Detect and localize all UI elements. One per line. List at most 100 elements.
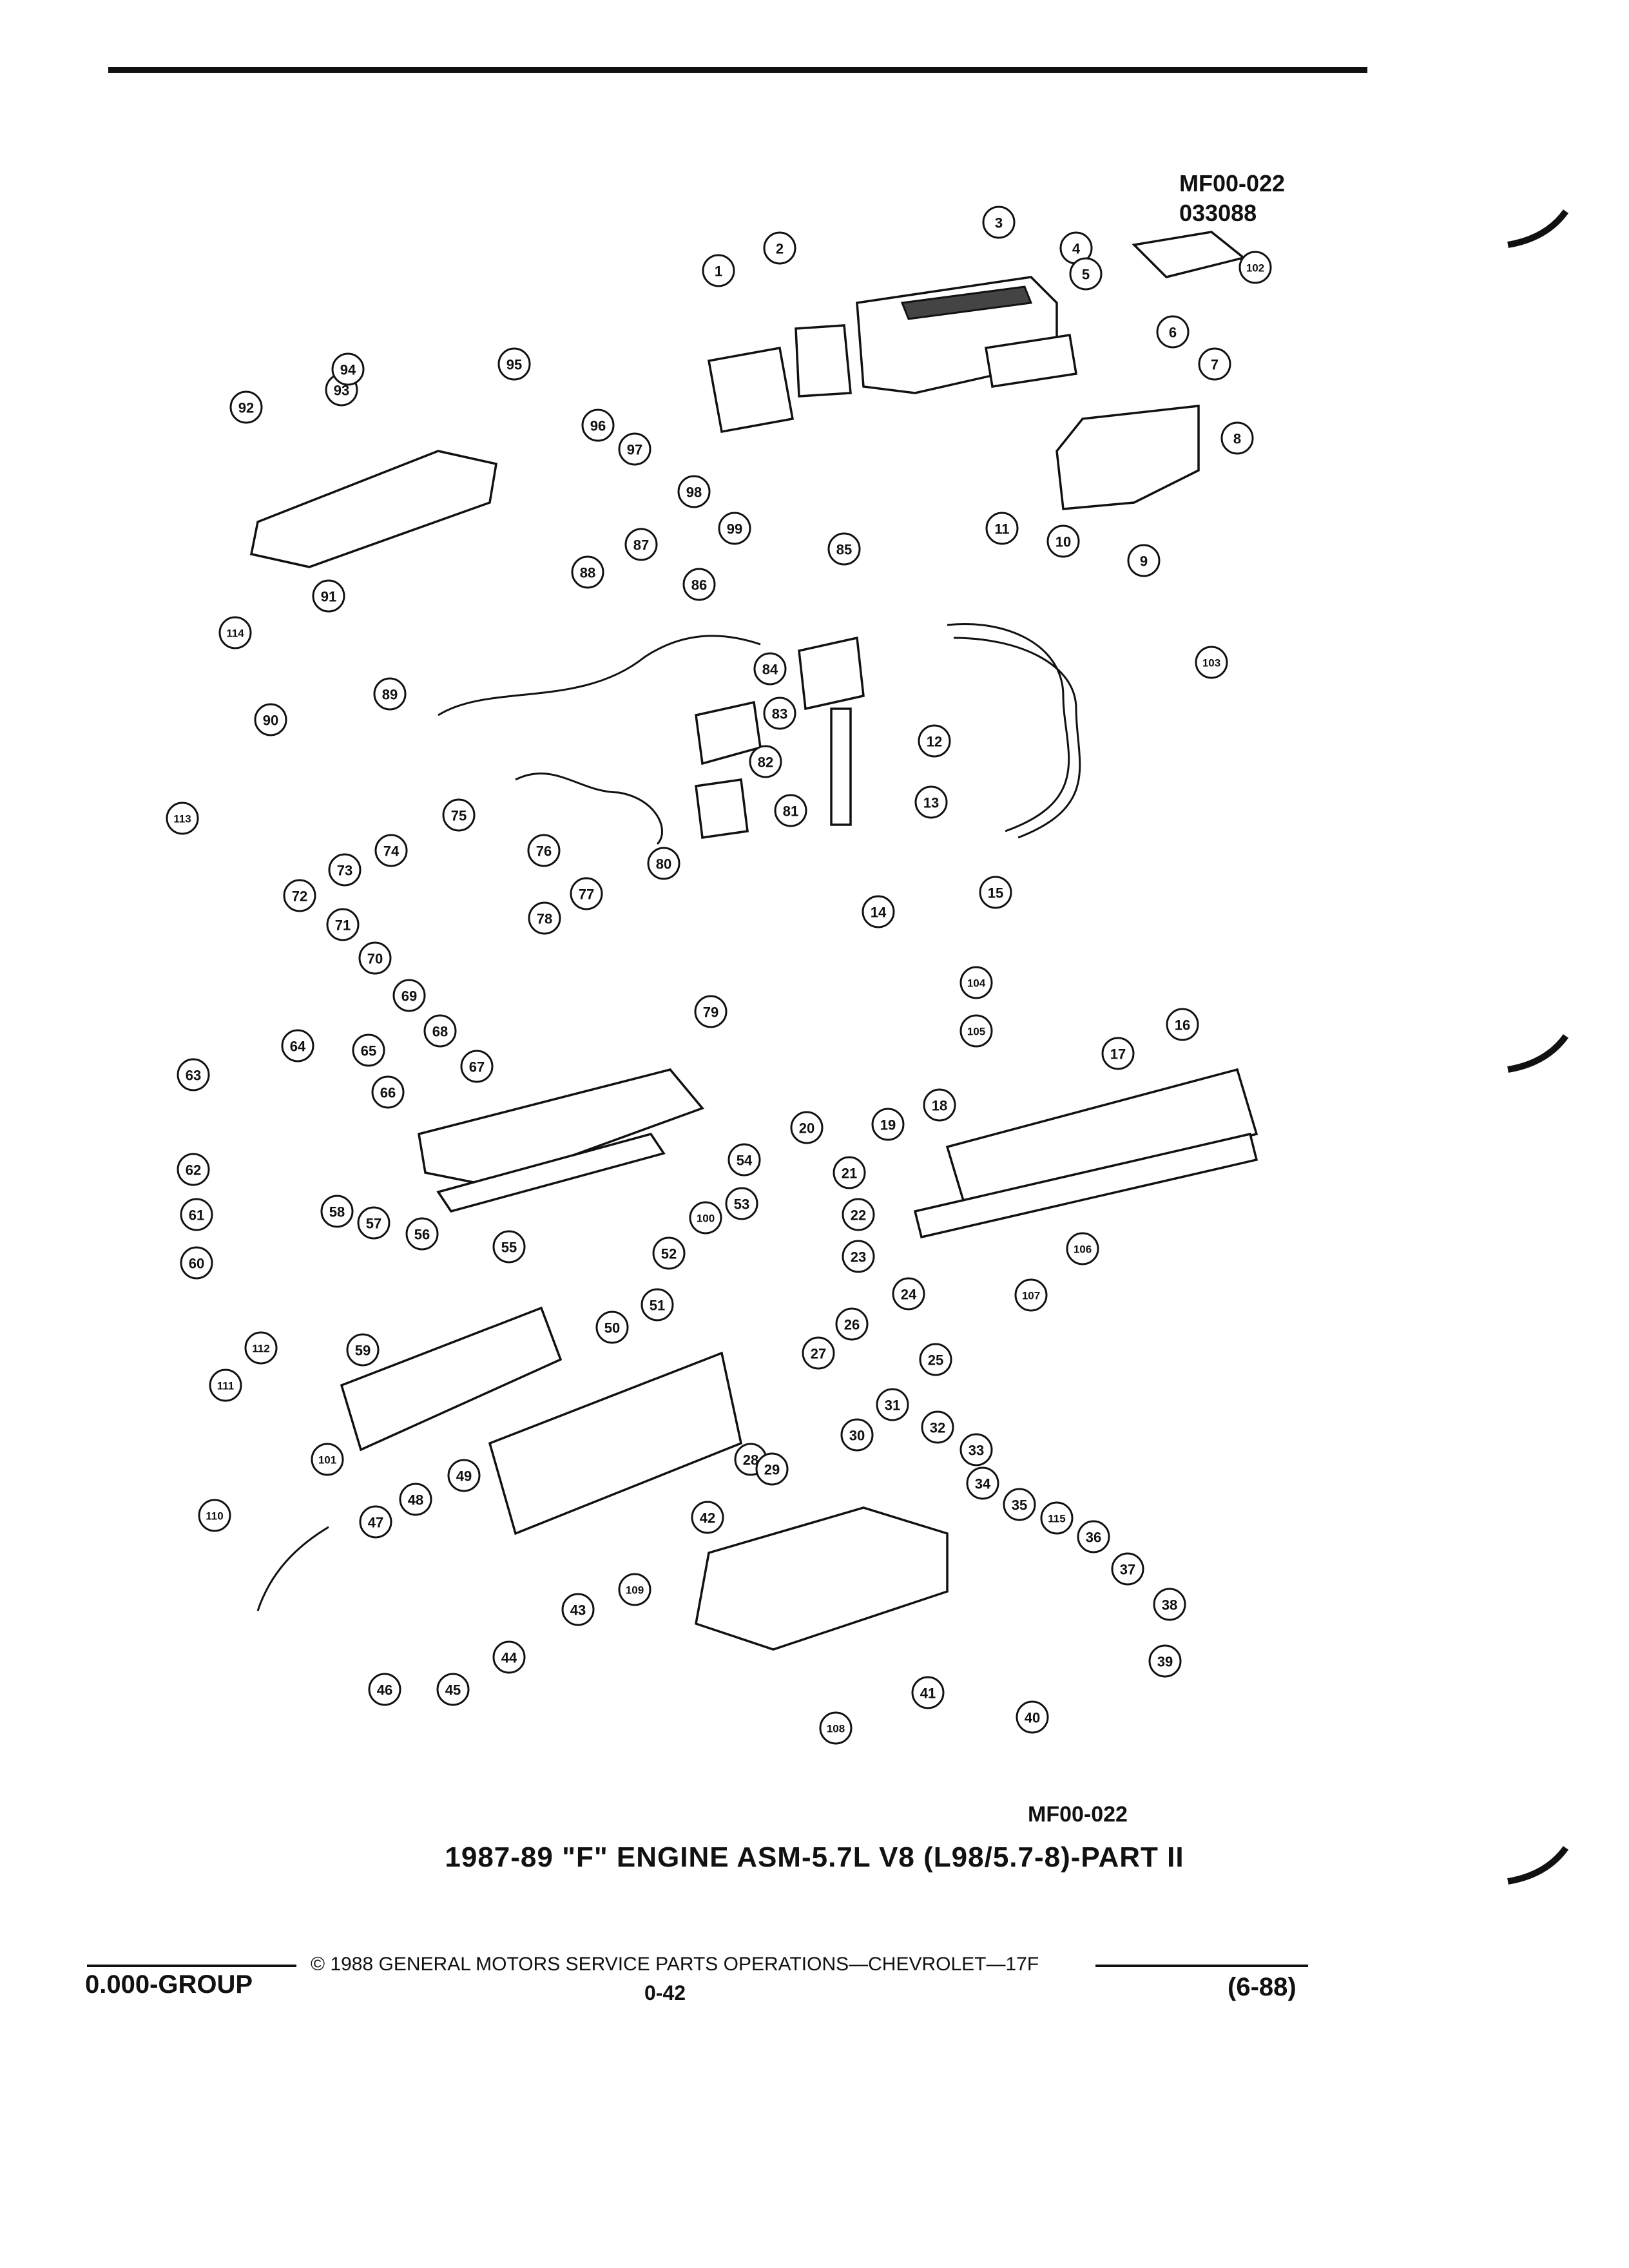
callout-51: 51 bbox=[641, 1288, 674, 1321]
callout-49: 49 bbox=[447, 1459, 481, 1492]
callout-72: 72 bbox=[283, 879, 316, 912]
callout-number: 47 bbox=[368, 1515, 383, 1531]
callout-13: 13 bbox=[914, 785, 948, 819]
hole-mark-top bbox=[1507, 209, 1569, 248]
callout-71: 71 bbox=[326, 908, 360, 941]
callout-54: 54 bbox=[728, 1143, 761, 1177]
callout-7: 7 bbox=[1198, 347, 1231, 381]
callout-number: 1 bbox=[715, 264, 722, 280]
callout-number: 91 bbox=[321, 589, 336, 605]
callout-9: 9 bbox=[1127, 544, 1161, 577]
callout-1: 1 bbox=[702, 254, 735, 287]
callout-106: 106 bbox=[1066, 1232, 1099, 1265]
callout-number: 30 bbox=[849, 1428, 865, 1444]
callout-number: 18 bbox=[932, 1098, 947, 1114]
callout-number: 71 bbox=[335, 918, 351, 934]
callout-73: 73 bbox=[328, 853, 361, 887]
callout-number: 52 bbox=[661, 1246, 677, 1262]
callout-102: 102 bbox=[1239, 251, 1272, 284]
callout-number: 77 bbox=[579, 887, 594, 903]
callout-82: 82 bbox=[749, 745, 782, 778]
footer-group: 0.000-GROUP bbox=[85, 1970, 253, 1999]
callout-115: 115 bbox=[1040, 1501, 1074, 1535]
callout-number: 106 bbox=[1074, 1244, 1092, 1256]
callout-3: 3 bbox=[982, 206, 1016, 239]
callout-number: 105 bbox=[967, 1026, 985, 1038]
callout-number: 90 bbox=[263, 713, 278, 729]
footer-date: (6-88) bbox=[1228, 1973, 1296, 2001]
callout-number: 44 bbox=[501, 1650, 517, 1666]
callout-number: 15 bbox=[988, 885, 1003, 901]
callout-number: 4 bbox=[1072, 241, 1081, 257]
part-distributor-shaft bbox=[830, 707, 852, 826]
part-harness bbox=[438, 635, 761, 716]
hole-mark-middle bbox=[1507, 1034, 1569, 1073]
callout-number: 61 bbox=[189, 1207, 204, 1224]
callout-number: 87 bbox=[633, 537, 649, 553]
callout-number: 16 bbox=[1175, 1017, 1190, 1033]
callout-number: 6 bbox=[1169, 325, 1177, 341]
callout-number: 57 bbox=[366, 1216, 381, 1232]
callout-59: 59 bbox=[346, 1333, 380, 1367]
callout-8: 8 bbox=[1220, 421, 1254, 455]
callout-96: 96 bbox=[581, 408, 615, 442]
callout-78: 78 bbox=[528, 901, 561, 935]
callout-number: 22 bbox=[851, 1207, 866, 1224]
callout-number: 27 bbox=[811, 1346, 826, 1362]
part-cover-102 bbox=[1132, 231, 1246, 278]
callout-56: 56 bbox=[405, 1217, 439, 1251]
callout-number: 50 bbox=[604, 1320, 620, 1336]
part-throttle-body bbox=[707, 346, 795, 434]
callout-number: 31 bbox=[885, 1398, 900, 1414]
callout-number: 55 bbox=[501, 1240, 517, 1256]
part-plug-wires bbox=[947, 623, 1070, 832]
callout-27: 27 bbox=[802, 1336, 835, 1370]
callout-100: 100 bbox=[689, 1201, 722, 1235]
part-gasket-5 bbox=[984, 334, 1078, 388]
callout-33: 33 bbox=[959, 1433, 993, 1466]
callout-number: 74 bbox=[383, 843, 400, 860]
ref-number: 033088 bbox=[1179, 200, 1257, 226]
callout-99: 99 bbox=[718, 512, 751, 545]
callout-62: 62 bbox=[177, 1153, 210, 1186]
hole-mark-bottom bbox=[1507, 1846, 1569, 1885]
callout-number: 94 bbox=[340, 362, 356, 378]
callout-12: 12 bbox=[918, 724, 951, 758]
callout-75: 75 bbox=[442, 798, 476, 832]
callout-number: 54 bbox=[737, 1153, 753, 1169]
callout-65: 65 bbox=[352, 1033, 385, 1067]
callout-number: 17 bbox=[1110, 1046, 1126, 1062]
callout-40: 40 bbox=[1016, 1700, 1049, 1734]
callout-number: 9 bbox=[1140, 553, 1148, 570]
callout-25: 25 bbox=[919, 1343, 952, 1376]
footer-page-number: 0-42 bbox=[644, 1981, 686, 2004]
callout-number: 33 bbox=[969, 1443, 984, 1459]
callout-number: 112 bbox=[252, 1343, 269, 1355]
part-fuel-rail bbox=[249, 450, 497, 568]
callout-number: 59 bbox=[355, 1343, 371, 1359]
figure-code: MF00-022 bbox=[1028, 1802, 1128, 1827]
callout-18: 18 bbox=[923, 1088, 956, 1122]
callout-number: 58 bbox=[329, 1204, 345, 1220]
callout-number: 53 bbox=[734, 1196, 749, 1213]
callout-79: 79 bbox=[694, 995, 728, 1028]
callout-number: 3 bbox=[995, 215, 1003, 231]
callout-37: 37 bbox=[1111, 1552, 1144, 1586]
callout-number: 72 bbox=[292, 889, 307, 905]
callout-number: 56 bbox=[414, 1227, 430, 1243]
callout-number: 100 bbox=[697, 1213, 715, 1225]
callout-88: 88 bbox=[571, 555, 604, 589]
callout-number: 35 bbox=[1012, 1497, 1027, 1514]
callout-number: 107 bbox=[1022, 1290, 1040, 1302]
callout-number: 8 bbox=[1233, 431, 1241, 447]
callout-number: 89 bbox=[382, 687, 398, 703]
callout-number: 24 bbox=[901, 1287, 917, 1303]
callout-10: 10 bbox=[1046, 524, 1080, 558]
footer-rule-right bbox=[1095, 1965, 1308, 1967]
callout-number: 14 bbox=[871, 905, 887, 921]
top-rule bbox=[108, 67, 1367, 73]
callout-95: 95 bbox=[497, 347, 531, 381]
callout-number: 29 bbox=[764, 1462, 780, 1478]
callout-number: 95 bbox=[506, 357, 522, 373]
